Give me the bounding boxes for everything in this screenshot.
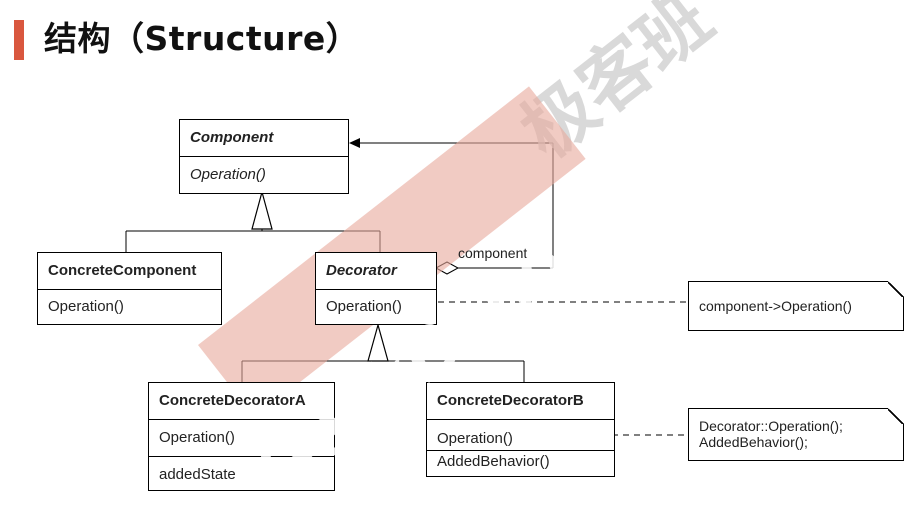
class-name: ConcreteDecoratorA bbox=[149, 383, 334, 420]
class-name: ConcreteDecoratorB bbox=[427, 383, 614, 420]
note-text: AddedBehavior(); bbox=[699, 434, 808, 450]
class-operation: AddedBehavior() bbox=[437, 453, 550, 470]
class-operation: Operation() bbox=[190, 166, 266, 183]
class-concrete-component: ConcreteComponent Operation() bbox=[37, 252, 222, 325]
note-fold-icon bbox=[888, 408, 904, 424]
class-component: Component Operation() bbox=[179, 119, 349, 194]
class-concrete-decorator-b: ConcreteDecoratorB Operation() AddedBeha… bbox=[426, 382, 615, 477]
title-accent-bar bbox=[14, 20, 24, 60]
class-attribute: addedState bbox=[159, 466, 236, 483]
class-name: ConcreteComponent bbox=[38, 253, 221, 290]
class-name: Decorator bbox=[316, 253, 436, 290]
class-name: Component bbox=[180, 120, 348, 157]
class-operation: Operation() bbox=[149, 420, 334, 457]
note-text: component->Operation() bbox=[699, 298, 852, 314]
page-title: 结构（Structure） bbox=[44, 19, 360, 58]
aggregation-diamond bbox=[434, 261, 460, 275]
note-decorator-operation: component->Operation() bbox=[688, 281, 904, 331]
association-label: component bbox=[458, 245, 528, 261]
class-concrete-decorator-a: ConcreteDecoratorA Operation() addedStat… bbox=[148, 382, 335, 491]
note-decorator-b-operation: Decorator::Operation(); AddedBehavior(); bbox=[688, 408, 904, 461]
class-operation: Operation() bbox=[326, 298, 402, 315]
class-operation: Operation() bbox=[48, 298, 124, 315]
inheritance-arrow-decorator bbox=[367, 322, 389, 362]
association-arrowhead bbox=[349, 138, 360, 148]
note-fold-icon bbox=[888, 281, 904, 297]
inheritance-arrow-component bbox=[251, 189, 273, 230]
note-text: Decorator::Operation(); bbox=[699, 418, 843, 434]
class-decorator: Decorator Operation() bbox=[315, 252, 437, 325]
class-operation: Operation() bbox=[427, 420, 614, 451]
